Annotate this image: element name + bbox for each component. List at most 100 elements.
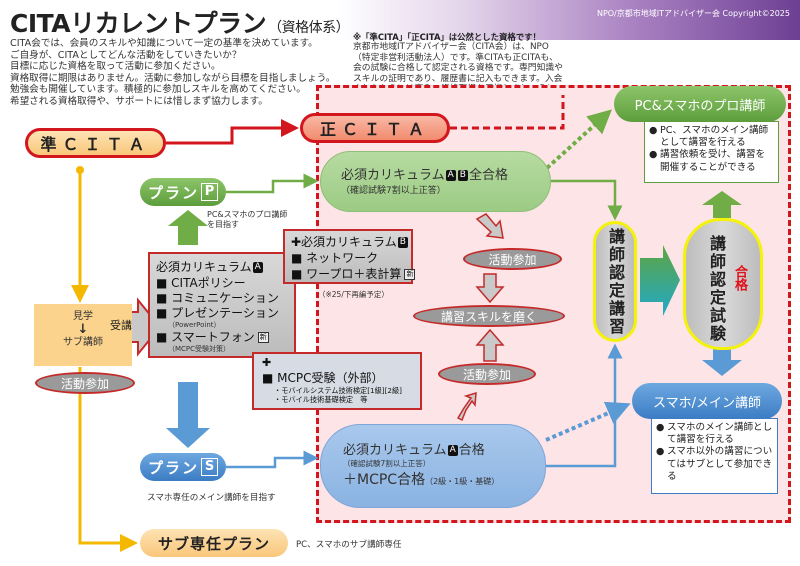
pro-instructor-desc: ●PC、スマホのメイン講師として講習を行える ●講習依頼を受け、講習を開催するこ… xyxy=(644,121,779,183)
badge-a: A xyxy=(252,262,263,273)
curriculum-a-item-sub: （MCPC受験対策） xyxy=(168,345,231,353)
intro-line: ご自身が、CITAとしてどんな活動をしていきたいか？ xyxy=(10,49,242,61)
small-arrow-down xyxy=(475,273,505,304)
plus-icon: ✚ xyxy=(262,356,272,369)
green-pass-line2: （確認試験7割以上正答） xyxy=(341,186,446,196)
activity-oval-bottom: 活動参加 xyxy=(438,363,536,385)
badge-a: A xyxy=(447,445,458,456)
green-pass-result: 全合格 xyxy=(468,168,508,183)
activity-oval-left: 活動参加 xyxy=(35,372,135,394)
blue-pass-text: 必須カリキュラム xyxy=(343,443,447,458)
curriculum-a-item: ■ コミュニケーション xyxy=(156,291,279,305)
new-tag: 新 xyxy=(404,269,416,280)
curriculum-a-item: ■ プレゼンテーション xyxy=(156,306,279,320)
sub-plan-desc: PC、スマホのサブ講師専任 xyxy=(296,540,402,550)
blue-pass-line2: （確認試験7割以上正答） xyxy=(343,459,431,468)
plan-p-desc-line: を目指す xyxy=(207,220,239,229)
copyright: NPO/京都市地域ITアドバイザー会 Copyright©2025 xyxy=(596,9,790,18)
title-main: CITAリカレントプラン xyxy=(10,9,267,38)
kengaku-line2: サブ講師 xyxy=(63,337,103,348)
plan-p-label: プラン xyxy=(147,183,199,202)
bullet-icon: ● xyxy=(656,446,665,458)
kengaku-box: 見学 ↓ サブ講師 xyxy=(34,304,132,366)
small-arrow-up xyxy=(475,328,505,362)
mcpc-item: ・モバイルシステム技術検定[1級][2級] xyxy=(274,386,402,395)
sub-plan-node: サブ専任プラン xyxy=(140,529,288,557)
bullet-item: ●PC、スマホのメイン講師として講習を行える xyxy=(649,125,774,149)
blue-pass-mcpc: ＋MCPC合格 xyxy=(343,472,426,488)
small-arrow-diag-1 xyxy=(475,213,504,239)
bullet-text: 講習依頼を受け、講習を開催することができる xyxy=(660,149,766,173)
blue-down-arrow xyxy=(166,382,210,448)
plan-p-desc: PC&スマホのプロ講師を目指す xyxy=(207,210,287,230)
curriculum-b-item: ■ ネットワーク xyxy=(291,251,379,265)
plan-p-desc-line: PC&スマホのプロ講師 xyxy=(207,210,288,219)
intro-line: 目標に応じた資格を取って活動に参加ください。 xyxy=(10,61,221,73)
exam-label: 講師認定試験 xyxy=(707,235,726,343)
sei-cita-node: 正ＣＩＴＡ xyxy=(300,113,450,143)
mcpc-box: ✚ ■ MCPC受験（外部） ・モバイルシステム技術検定[1級][2級] ・モバ… xyxy=(252,352,422,410)
bullet-item: ●講習依頼を受け、講習を開催することができる xyxy=(649,149,774,173)
curriculum-b-heading-text: ✚必須カリキュラム xyxy=(291,235,397,249)
note-title: ※「準CITA」「正CITA」は公然とした資格です！ xyxy=(353,32,541,42)
intro-line: CITA会では、会員のスキルや知識について一定の基準を決めています。 xyxy=(10,38,318,49)
badge-b: B xyxy=(457,170,468,181)
title-sub: （資格体系） xyxy=(268,20,350,36)
exam-down-arrow xyxy=(702,348,742,376)
connector-blue-to-course xyxy=(546,343,623,468)
juko-label: 受講 xyxy=(110,319,132,332)
course-node: 講師認定講習 xyxy=(593,221,637,342)
curriculum-a-item-text: ■ スマートフォン xyxy=(156,330,255,344)
main-instructor-title: スマホ/メイン講師 xyxy=(632,383,782,419)
blue-pass-result: 合格 xyxy=(458,443,485,458)
connector-orange-down xyxy=(78,367,138,552)
bullet-text: PC、スマホのメイン講師として講習を行える xyxy=(660,125,769,149)
plan-s-desc: スマホ専任のメイン講師を目指す xyxy=(147,493,276,503)
small-arrow-diag-2 xyxy=(456,391,477,422)
connector-jun-to-sei xyxy=(166,119,299,145)
intro-line: 資格取得に期限はありません。活動に参加しながら目標を目指しましょう。 xyxy=(10,72,336,84)
plan-s-label: プラン xyxy=(147,458,199,477)
plan-p-letter: P xyxy=(201,183,218,201)
curriculum-a-item: ■ CITAポリシー xyxy=(156,276,246,290)
exam-node: 講師認定試験 合格 xyxy=(683,218,763,350)
bullet-item: ●スマホのメイン講師として講習を行える xyxy=(656,422,773,446)
connector-green-to-course xyxy=(551,179,623,221)
gradient-right-arrow xyxy=(640,245,680,316)
exam-up-arrow xyxy=(702,191,742,218)
jun-cita-node: 準ＣＩＴＡ xyxy=(25,128,166,158)
intro-text: CITA会では、会員のスキルや知識について一定の基準を決めています。 ご自身が、… xyxy=(10,38,350,108)
intro-line: 希望される資格取得や、サポートには惜しまず協力します。 xyxy=(10,95,268,107)
curriculum-a-item-sub: （PowerPoint） xyxy=(168,321,221,329)
activity-oval-top: 活動参加 xyxy=(463,248,562,270)
green-pass-text: 必須カリキュラム xyxy=(341,168,445,183)
kengaku-line1: 見学 xyxy=(73,311,93,322)
mcpc-title: ■ MCPC受験（外部） xyxy=(262,371,384,385)
bullet-icon: ● xyxy=(656,422,665,433)
course-label: 講師認定講習 xyxy=(606,227,625,336)
bullet-icon: ● xyxy=(649,125,658,136)
down-arrow-icon: ↓ xyxy=(77,322,89,337)
plan-s-letter: S xyxy=(201,458,218,476)
connector-sei-dashed xyxy=(450,95,565,130)
curriculum-b-note: （※25/下再編予定） xyxy=(318,290,389,299)
green-up-arrow xyxy=(168,210,208,245)
header-bar xyxy=(0,0,800,40)
curriculum-b-item: ■ ワープロ＋表計算新 xyxy=(291,266,416,282)
blue-pass-mcpc-levels: （2級・1級・基礎） xyxy=(425,477,500,486)
mcpc-item: ・モバイル技術基礎検定 等 xyxy=(274,395,368,404)
curriculum-a-heading-text: 必須カリキュラム xyxy=(156,260,252,274)
bullet-icon: ● xyxy=(649,149,658,161)
bullet-item: ●スマホ以外の講習についてはサブとして参加できる xyxy=(656,446,773,483)
connector-plan-s xyxy=(226,450,319,469)
bullet-text: スマホ以外の講習についてはサブとして参加できる xyxy=(667,446,773,482)
